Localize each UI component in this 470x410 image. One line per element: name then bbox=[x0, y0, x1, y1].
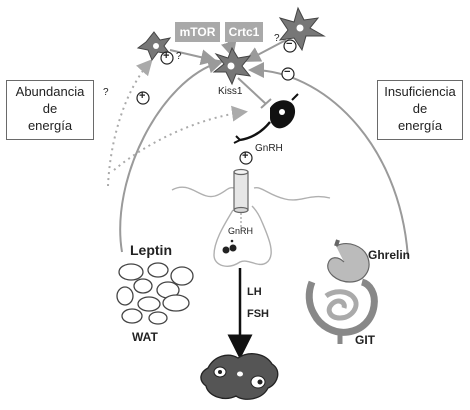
lh-label: LH bbox=[247, 286, 262, 298]
question-mark: ? bbox=[274, 33, 280, 44]
box-line: de bbox=[412, 101, 428, 116]
box-line: Insuficiencia bbox=[384, 84, 456, 99]
leptin-to-gnrh-dotted bbox=[113, 105, 248, 171]
plus-symbol-leptin bbox=[136, 91, 150, 105]
plus-symbol-left-neuron bbox=[160, 51, 174, 65]
plus-sign: + bbox=[163, 50, 170, 62]
gonadotroph-dot bbox=[229, 244, 237, 252]
box-line: Abundancia bbox=[15, 84, 85, 99]
ghrelin-label: Ghrelin bbox=[368, 248, 411, 262]
leptin-to-kiss1-arrow bbox=[119, 57, 224, 253]
pituitary-outline bbox=[213, 205, 272, 267]
left-neuron-to-kiss1-arrow bbox=[169, 49, 217, 66]
gonadotroph-dot bbox=[230, 239, 234, 243]
kiss1-neuron bbox=[212, 46, 252, 86]
left-neuron bbox=[136, 31, 172, 62]
mtor-tag: mTOR bbox=[175, 22, 220, 42]
kiss1-to-gnrh-tbar bbox=[260, 98, 272, 109]
leptin-label: Leptin bbox=[130, 242, 172, 258]
inhibitory-neuron-to-kiss1-arrow bbox=[244, 39, 287, 62]
minus-symbol-ghrelin bbox=[281, 67, 295, 81]
minus-symbol-inhibitory bbox=[283, 39, 297, 53]
git-label: GIT bbox=[355, 333, 375, 347]
crtc1-tag: Crtc1 bbox=[225, 22, 263, 42]
portal-vessel bbox=[233, 168, 249, 214]
wat-adipocytes bbox=[116, 262, 194, 325]
box-line: energía bbox=[27, 118, 73, 133]
fsh-label: FSH bbox=[247, 308, 269, 320]
ghrelin-to-kiss1-arrow bbox=[248, 62, 409, 259]
kiss1-label: Kiss1 bbox=[218, 86, 243, 97]
gnrh-neuron-label: GnRH bbox=[255, 143, 283, 154]
kiss1-to-gnrh-line bbox=[237, 77, 267, 105]
leptin-to-left-neuron-dotted bbox=[107, 59, 153, 187]
git-organ bbox=[305, 239, 378, 344]
question-mark: ? bbox=[176, 51, 182, 62]
wat-label: WAT bbox=[132, 330, 158, 344]
box-line: de bbox=[42, 101, 58, 116]
gnrh-pituitary-label: GnRH bbox=[228, 226, 254, 236]
energy-insufficiency-box: Insuficiencia de energía bbox=[377, 80, 463, 140]
ovary bbox=[200, 353, 279, 400]
gnrh-neuron bbox=[233, 93, 299, 144]
plus-sign: + bbox=[242, 150, 249, 162]
minus-sign: − bbox=[284, 66, 291, 78]
plus-symbol-gnrh bbox=[239, 151, 253, 165]
plus-sign: + bbox=[139, 90, 146, 102]
inhibitory-neuron bbox=[278, 6, 326, 52]
box-line: energía bbox=[397, 118, 443, 133]
energy-abundance-box: Abundancia de energía bbox=[6, 80, 94, 140]
hypothalamus-outline bbox=[171, 186, 235, 198]
median-eminence-outline bbox=[253, 187, 331, 201]
question-mark: ? bbox=[103, 87, 109, 98]
gonadotroph-dot bbox=[222, 246, 230, 254]
minus-sign: − bbox=[286, 38, 293, 50]
